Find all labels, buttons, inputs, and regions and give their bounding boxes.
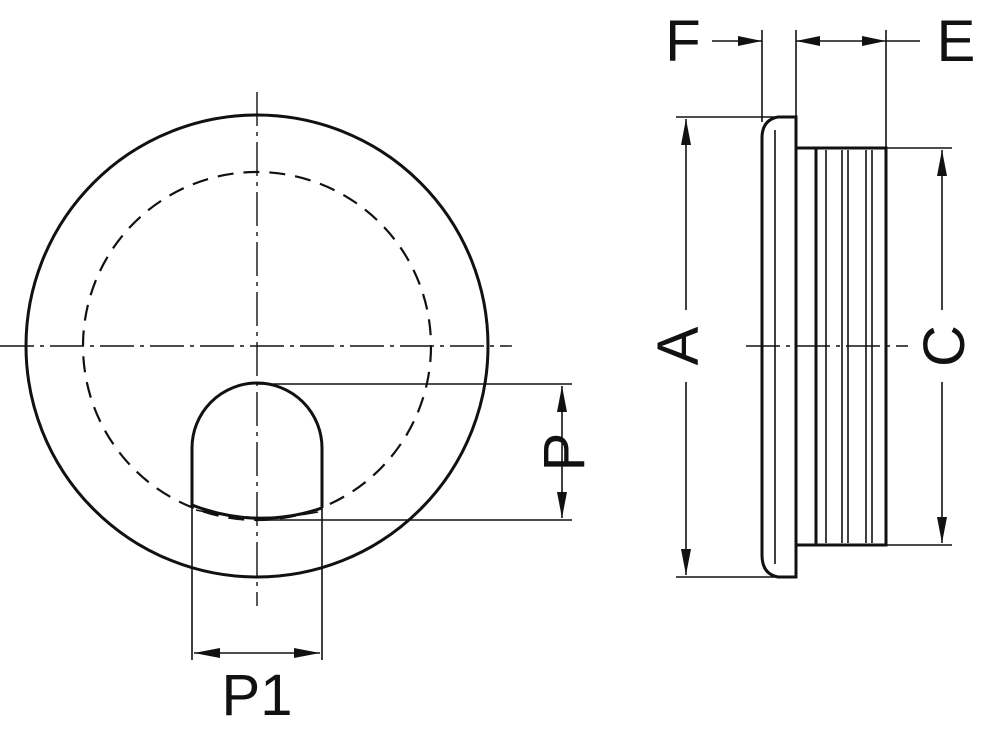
a-arrow-top [681,119,691,145]
p1-arrow-left [194,648,220,658]
slot-bottom-edge-inner [195,509,319,519]
dimension-a: A [646,116,778,578]
label-p: P [532,433,597,472]
side-view [746,115,908,579]
label-e: E [937,9,976,74]
label-a: A [646,326,711,365]
p1-arrow-right [294,648,320,658]
e-arrow-right [862,36,886,46]
label-p1: P1 [222,663,293,728]
front-view [0,92,512,660]
label-c: C [912,325,977,367]
dimension-c: C [886,147,977,546]
flange-outline [760,115,798,579]
p-arrow-bottom [557,492,567,518]
a-arrow-bottom [681,549,691,575]
dimension-f-e: F E [665,9,975,148]
label-f: F [665,9,700,74]
c-arrow-bottom [937,517,947,543]
cable-slot [190,381,324,508]
e-arrow-left [796,36,820,46]
p-arrow-top [557,386,567,412]
f-arrow [738,36,762,46]
c-arrow-top [937,150,947,176]
dimension-p1: P1 [194,648,320,728]
dimension-p: P [257,383,597,521]
